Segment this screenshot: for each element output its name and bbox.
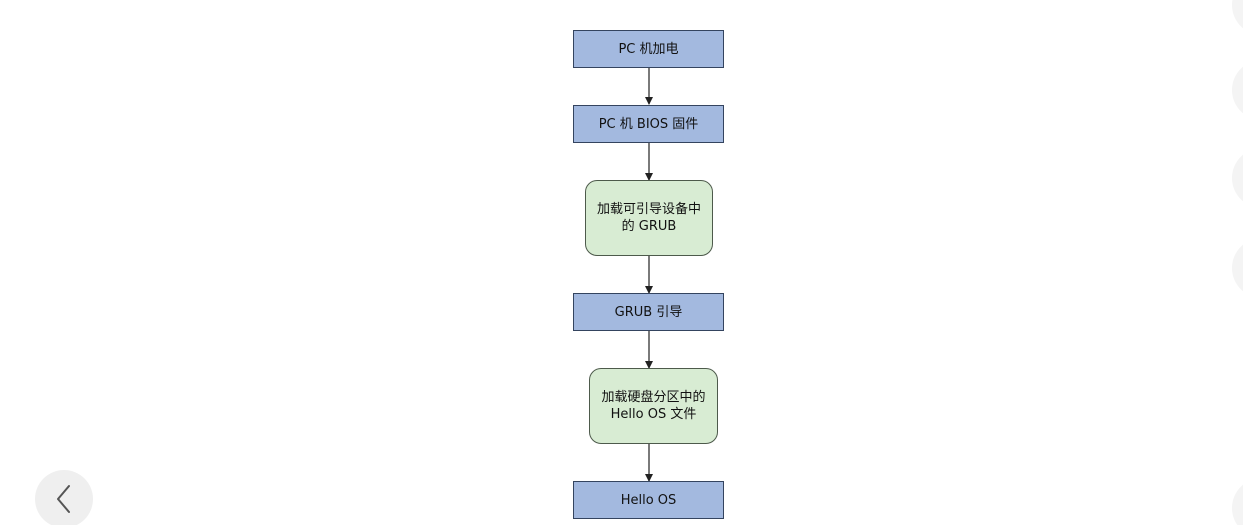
decor-circle — [1232, 60, 1243, 120]
back-button[interactable] — [35, 470, 93, 525]
flow-node-bios-firmware: PC 机 BIOS 固件 — [573, 105, 724, 143]
flow-node-label: PC 机加电 — [618, 41, 679, 57]
chevron-left-icon — [57, 485, 70, 513]
flow-node-label: Hello OS — [620, 492, 677, 508]
flow-node-label: GRUB 引导 — [614, 304, 683, 320]
flow-node-power-on: PC 机加电 — [573, 30, 724, 68]
flow-node-load-hello-os-file: 加载硬盘分区中的 Hello OS 文件 — [589, 368, 718, 444]
decor-circle — [1232, 478, 1243, 525]
decor-circle — [1232, 148, 1243, 208]
flow-node-label: PC 机 BIOS 固件 — [598, 116, 699, 132]
flow-node-label-line-1: 加载可引导设备中 — [596, 202, 701, 217]
flow-node-grub-boot: GRUB 引导 — [573, 293, 724, 331]
decor-circle — [1232, 0, 1243, 35]
flow-node-hello-os: Hello OS — [573, 481, 724, 519]
flow-node-label-line-1: 加载硬盘分区中的 — [601, 390, 706, 405]
decor-circle — [1232, 238, 1243, 298]
flow-node-load-grub: 加载可引导设备中 的 GRUB — [585, 180, 713, 256]
flow-node-label-line-2: 的 GRUB — [621, 219, 677, 234]
flow-node-label-line-2: Hello OS 文件 — [610, 407, 697, 422]
